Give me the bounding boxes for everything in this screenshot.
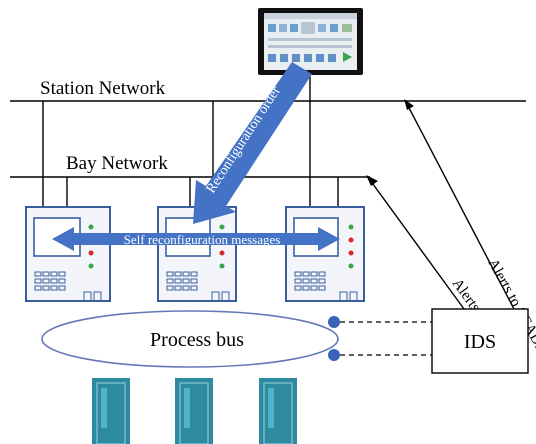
ids-tap-lines (340, 321, 432, 356)
process-bus-label: Process bus (150, 329, 244, 351)
merging-unit-icon (259, 378, 297, 444)
self-reconfiguration-label: Self reconfiguration messages (124, 232, 281, 247)
self-reconfiguration-arrow (52, 227, 340, 251)
merging-unit-icon (92, 378, 130, 444)
network-drop-lines (42, 75, 339, 207)
process-bus-tap-point (328, 349, 340, 361)
ied-icon (25, 206, 111, 302)
alerts-scada-arrow (404, 99, 515, 310)
hmi-screen-icon (258, 8, 363, 75)
reconfiguration-order-arrow (193, 62, 312, 224)
process-bus-ellipse (41, 310, 339, 368)
process-bus-tap-point (328, 316, 340, 328)
ied-icon (285, 206, 365, 302)
ids-box (431, 308, 529, 374)
station-network-label: Station Network (40, 78, 166, 99)
bay-network-label: Bay Network (66, 153, 168, 174)
alerts-goose-arrow (366, 175, 465, 310)
merging-unit-icon (175, 378, 213, 444)
ids-label: IDS (464, 331, 496, 353)
